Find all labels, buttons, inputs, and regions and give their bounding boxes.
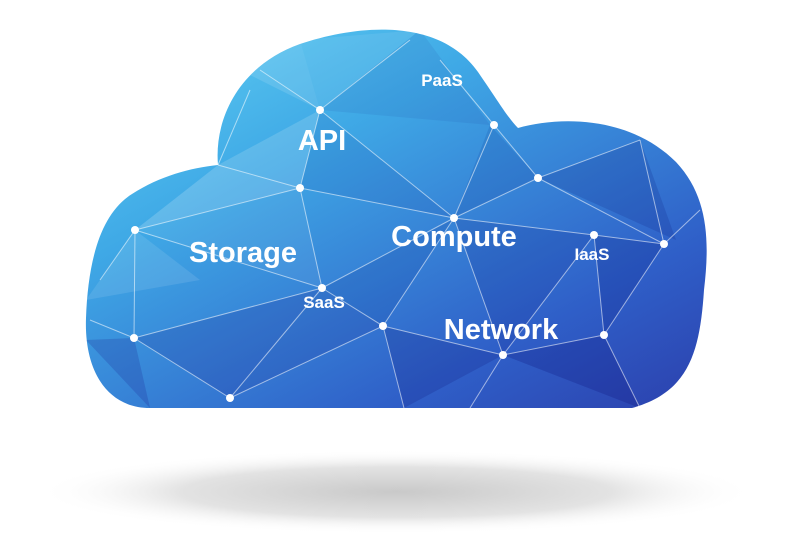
label-compute: Compute	[391, 221, 517, 253]
network-node	[534, 174, 542, 182]
network-node	[296, 184, 304, 192]
network-node	[499, 351, 507, 359]
label-network: Network	[444, 314, 559, 346]
label-paas: PaaS	[421, 71, 463, 90]
network-node	[660, 240, 668, 248]
label-saas: SaaS	[303, 293, 345, 312]
network-node	[318, 284, 326, 292]
network-node	[316, 106, 324, 114]
cloud-shadow	[36, 450, 756, 534]
network-node	[130, 334, 138, 342]
network-node	[450, 214, 458, 222]
network-node	[600, 331, 608, 339]
label-api: API	[298, 125, 346, 157]
polygon-facets	[86, 30, 676, 408]
label-iaas: IaaS	[575, 245, 610, 264]
label-storage: Storage	[189, 237, 297, 269]
cloud-labels: PaaS API Storage Compute IaaS SaaS Netwo…	[189, 71, 609, 346]
network-node	[226, 394, 234, 402]
network-node	[590, 231, 598, 239]
network-nodes	[130, 106, 668, 402]
network-node	[131, 226, 139, 234]
network-lines	[89, 39, 701, 409]
network-node	[490, 121, 498, 129]
network-node	[379, 322, 387, 330]
